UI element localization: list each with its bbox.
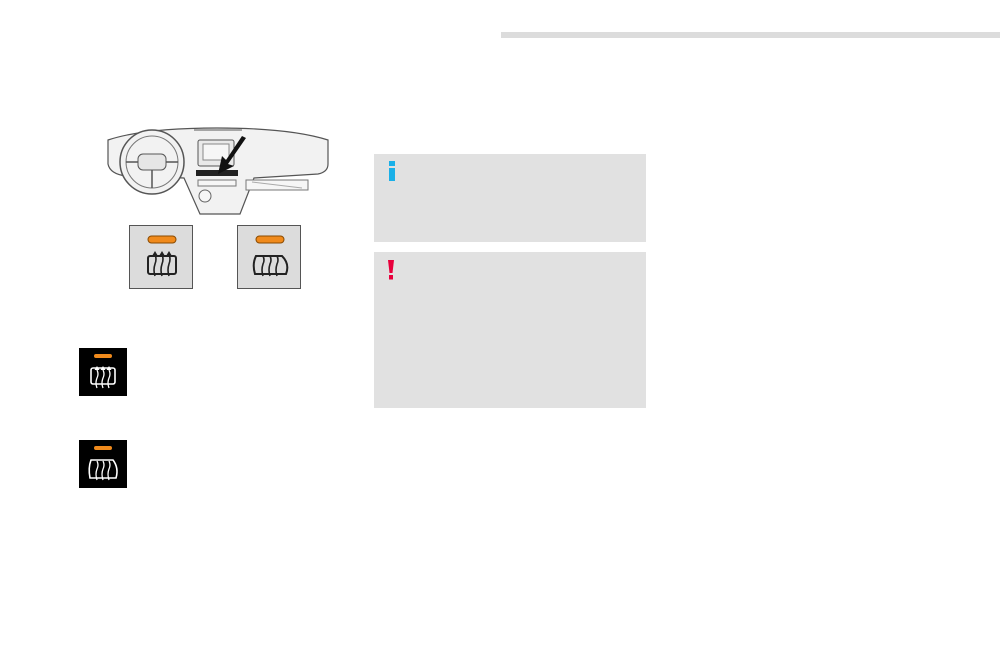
exclamation-icon bbox=[388, 260, 394, 280]
dashboard-illustration bbox=[107, 127, 329, 215]
front-screen-demist-icon bbox=[252, 235, 289, 277]
rear-screen-demist-button[interactable] bbox=[129, 225, 193, 289]
info-icon bbox=[389, 161, 395, 181]
front-screen-demist-indicator bbox=[79, 440, 127, 488]
info-note bbox=[374, 154, 646, 242]
front-screen-demist-icon bbox=[88, 446, 118, 481]
warning-note bbox=[374, 252, 646, 408]
front-screen-demist-button[interactable] bbox=[237, 225, 301, 289]
rear-screen-demist-icon bbox=[90, 354, 116, 389]
rear-screen-demist-icon bbox=[147, 235, 177, 277]
rear-screen-demist-indicator bbox=[79, 348, 127, 396]
header-rule bbox=[501, 32, 1000, 38]
